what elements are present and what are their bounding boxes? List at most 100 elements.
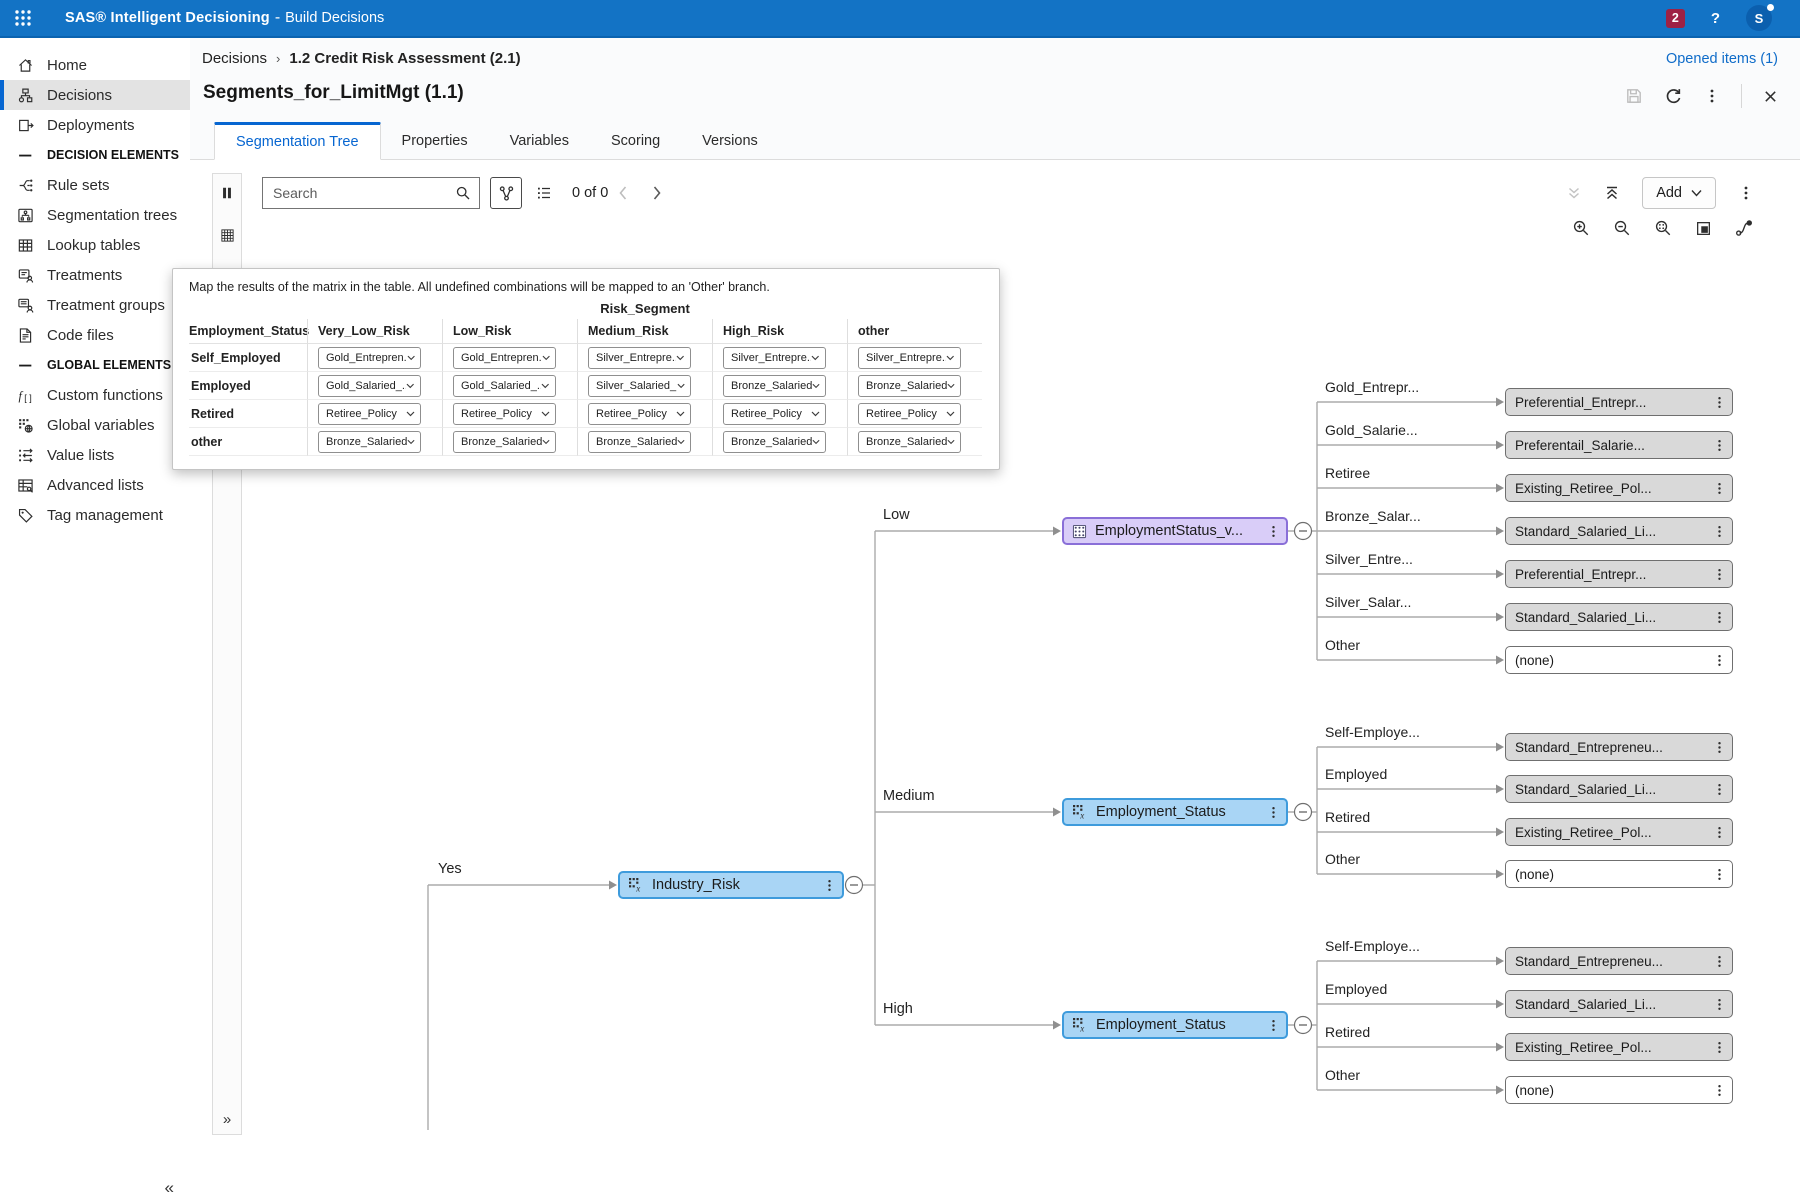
- collapse-branch-button[interactable]: [1293, 1015, 1313, 1035]
- leaf-node-standard-salaried-li[interactable]: Standard_Salaried_Li...: [1505, 990, 1733, 1018]
- leaf-node-existing-retiree-pol[interactable]: Existing_Retiree_Pol...: [1505, 474, 1733, 502]
- tab-variables[interactable]: Variables: [509, 132, 569, 149]
- matrix-mapping-dropdown[interactable]: Silver_Entrepre...: [588, 346, 691, 369]
- sidebar-item-global-variables[interactable]: Global variables: [0, 410, 190, 440]
- notifications-badge[interactable]: 2: [1665, 8, 1685, 28]
- node-menu-icon[interactable]: [1713, 825, 1726, 840]
- collapse-branch-button[interactable]: [844, 875, 864, 895]
- close-icon[interactable]: [1763, 89, 1778, 104]
- node-menu-icon[interactable]: [1713, 782, 1726, 797]
- matrix-mapping-dropdown[interactable]: Silver_Entrepre...: [858, 346, 961, 369]
- sidebar-item-advanced-lists[interactable]: Advanced lists: [0, 470, 190, 500]
- matrix-mapping-dropdown[interactable]: Bronze_Salaried...: [318, 430, 421, 453]
- user-avatar[interactable]: S: [1746, 4, 1774, 31]
- tab-properties[interactable]: Properties: [401, 132, 468, 149]
- expand-all-icon[interactable]: [1566, 185, 1582, 201]
- matrix-panel-toggle-icon[interactable]: [220, 228, 235, 243]
- leaf-node-standard-salaried-li[interactable]: Standard_Salaried_Li...: [1505, 517, 1733, 545]
- matrix-mapping-dropdown[interactable]: Bronze_Salaried...: [723, 430, 826, 453]
- matrix-mapping-dropdown[interactable]: Retiree_Policy: [723, 402, 826, 425]
- sidebar-item-treatment-groups[interactable]: Treatment groups: [0, 290, 190, 320]
- tab-scoring[interactable]: Scoring: [611, 132, 661, 149]
- fit-to-screen-icon[interactable]: [1695, 220, 1712, 237]
- matrix-mapping-dropdown[interactable]: Gold_Entrepren...: [318, 346, 421, 369]
- tree-more-actions-icon[interactable]: [1738, 185, 1754, 201]
- node-menu-icon[interactable]: [1267, 805, 1280, 820]
- matrix-mapping-dropdown[interactable]: Bronze_Salaried...: [453, 430, 556, 453]
- save-icon[interactable]: [1625, 87, 1643, 105]
- collapse-all-icon[interactable]: [1604, 185, 1620, 201]
- side-panel-toggle-icon[interactable]: [220, 186, 234, 200]
- node-menu-icon[interactable]: [1713, 867, 1726, 882]
- matrix-mapping-dropdown[interactable]: Bronze_Salaried...: [588, 430, 691, 453]
- matrix-mapping-dropdown[interactable]: Gold_Salaried_...: [453, 374, 556, 397]
- tree-view-toggle[interactable]: [490, 177, 522, 209]
- matrix-mapping-dropdown[interactable]: Silver_Salaried_...: [588, 374, 691, 397]
- list-view-toggle[interactable]: [528, 177, 560, 209]
- leaf-node-existing-retiree-pol[interactable]: Existing_Retiree_Pol...: [1505, 1033, 1733, 1061]
- node-menu-icon[interactable]: [1713, 1040, 1726, 1055]
- next-match-button[interactable]: [652, 185, 662, 206]
- app-switcher-icon[interactable]: [13, 8, 33, 28]
- sidebar-item-code-files[interactable]: Code files: [0, 320, 190, 350]
- matrix-mapping-dropdown[interactable]: Silver_Entrepre...: [723, 346, 826, 369]
- sidebar-item-lookup-tables[interactable]: Lookup tables: [0, 230, 190, 260]
- node-menu-icon[interactable]: [1713, 997, 1726, 1012]
- previous-match-button[interactable]: [618, 185, 628, 206]
- node-menu-icon[interactable]: [1713, 395, 1726, 410]
- sidebar-item-tag-management[interactable]: Tag management: [0, 500, 190, 530]
- matrix-mapping-dropdown[interactable]: Bronze_Salaried...: [723, 374, 826, 397]
- tree-node-employmentstatus-v[interactable]: EmploymentStatus_v...: [1062, 517, 1288, 545]
- node-menu-icon[interactable]: [1713, 653, 1726, 668]
- opened-items-link[interactable]: Opened items (1): [1665, 51, 1778, 67]
- search-icon[interactable]: [455, 185, 471, 201]
- node-menu-icon[interactable]: [1713, 481, 1726, 496]
- more-actions-icon[interactable]: [1704, 88, 1720, 104]
- matrix-mapping-dropdown[interactable]: Gold_Entrepren...: [453, 346, 556, 369]
- search-input[interactable]: [273, 185, 455, 201]
- node-menu-icon[interactable]: [1713, 610, 1726, 625]
- leaf-node-preferentail-salarie[interactable]: Preferentail_Salarie...: [1505, 431, 1733, 459]
- matrix-mapping-dropdown[interactable]: Bronze_Salaried...: [858, 430, 961, 453]
- sidebar-item-home[interactable]: Home: [0, 50, 190, 80]
- leaf-node-preferential-entrepr[interactable]: Preferential_Entrepr...: [1505, 388, 1733, 416]
- leaf-node-standard-salaried-li[interactable]: Standard_Salaried_Li...: [1505, 775, 1733, 803]
- tab-versions[interactable]: Versions: [702, 132, 758, 149]
- leaf-node-standard-entrepreneu[interactable]: Standard_Entrepreneu...: [1505, 733, 1733, 761]
- matrix-mapping-dropdown[interactable]: Bronze_Salaried...: [858, 374, 961, 397]
- matrix-mapping-dropdown[interactable]: Retiree_Policy: [588, 402, 691, 425]
- node-menu-icon[interactable]: [1713, 740, 1726, 755]
- collapse-branch-button[interactable]: [1293, 802, 1313, 822]
- matrix-mapping-dropdown[interactable]: Gold_Salaried_...: [318, 374, 421, 397]
- zoom-out-icon[interactable]: [1613, 219, 1631, 237]
- sidebar-item-decisions[interactable]: Decisions: [0, 80, 190, 110]
- sidebar-item-treatments[interactable]: Treatments: [0, 260, 190, 290]
- node-menu-icon[interactable]: [1713, 438, 1726, 453]
- matrix-mapping-dropdown[interactable]: Retiree_Policy: [453, 402, 556, 425]
- node-menu-icon[interactable]: [1267, 524, 1280, 539]
- sidebar-item-deployments[interactable]: Deployments: [0, 110, 190, 140]
- leaf-node-none[interactable]: (none): [1505, 860, 1733, 888]
- leaf-node-preferential-entrepr[interactable]: Preferential_Entrepr...: [1505, 560, 1733, 588]
- node-menu-icon[interactable]: [1713, 1083, 1726, 1098]
- auto-layout-icon[interactable]: [1735, 219, 1753, 237]
- sidebar-collapse-button[interactable]: «: [164, 1178, 174, 1197]
- zoom-in-icon[interactable]: [1572, 219, 1590, 237]
- node-menu-icon[interactable]: [823, 878, 836, 893]
- leaf-node-standard-entrepreneu[interactable]: Standard_Entrepreneu...: [1505, 947, 1733, 975]
- breadcrumb-root[interactable]: Decisions: [202, 50, 268, 67]
- sidebar-item-rule-sets[interactable]: Rule sets: [0, 170, 190, 200]
- node-menu-icon[interactable]: [1713, 954, 1726, 969]
- node-menu-icon[interactable]: [1713, 567, 1726, 582]
- matrix-mapping-dropdown[interactable]: Retiree_Policy: [858, 402, 961, 425]
- help-button[interactable]: ?: [1710, 9, 1720, 27]
- tab-segmentation-tree[interactable]: Segmentation Tree: [214, 122, 381, 160]
- leaf-node-standard-salaried-li[interactable]: Standard_Salaried_Li...: [1505, 603, 1733, 631]
- node-menu-icon[interactable]: [1713, 524, 1726, 539]
- zoom-to-fit-icon[interactable]: [1654, 219, 1672, 237]
- leaf-node-none[interactable]: (none): [1505, 1076, 1733, 1104]
- sidebar-item-custom-functions[interactable]: f[ ]Custom functions: [0, 380, 190, 410]
